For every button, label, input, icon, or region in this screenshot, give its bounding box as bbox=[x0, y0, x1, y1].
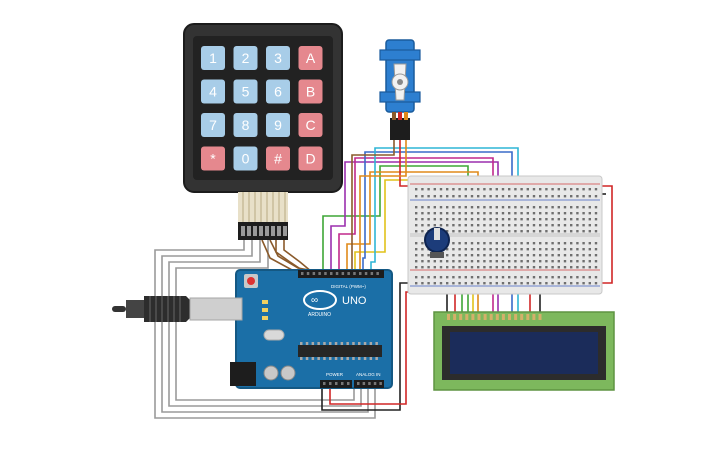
wire-keypad-4 bbox=[175, 240, 355, 401]
arduino-brand: ARDUINO bbox=[308, 312, 331, 318]
crystal-oscillator bbox=[263, 329, 285, 341]
keypad-key-label: 3 bbox=[274, 50, 282, 66]
keypad-key[interactable]: # bbox=[266, 146, 290, 171]
analog-header-label: ANALOG IN bbox=[356, 372, 381, 377]
keypad-key-label: * bbox=[210, 151, 216, 167]
breadboard bbox=[407, 175, 603, 295]
keypad-key-label: # bbox=[274, 151, 282, 167]
keypad-key-label: D bbox=[305, 151, 315, 167]
keypad-key[interactable]: * bbox=[201, 146, 225, 171]
servo-motor bbox=[379, 39, 421, 140]
wire-keypad-6 bbox=[283, 240, 313, 273]
keypad-key-label: C bbox=[305, 117, 315, 133]
keypad-key-label: 0 bbox=[242, 151, 250, 167]
keypad-key[interactable]: 4 bbox=[201, 79, 225, 104]
keypad-key[interactable]: 2 bbox=[233, 46, 258, 70]
keypad-key[interactable]: 5 bbox=[233, 79, 258, 104]
keypad-key-label: 9 bbox=[274, 117, 282, 133]
wire-keypad-3 bbox=[168, 240, 362, 407]
svg-text:∞: ∞ bbox=[311, 295, 318, 306]
keypad-key[interactable]: 0 bbox=[233, 146, 258, 171]
keypad-key[interactable]: C bbox=[298, 113, 323, 137]
keypad-key-label: 8 bbox=[242, 117, 250, 133]
arduino-uno: DIGITAL (PWM~) ∞ UNO ARDUINO POWER ANALO… bbox=[230, 269, 393, 389]
keypad-key-label: 5 bbox=[242, 84, 250, 100]
power-header-label: POWER bbox=[326, 372, 344, 377]
keypad-key[interactable]: D bbox=[298, 146, 323, 171]
keypad-key-label: 2 bbox=[242, 50, 250, 66]
digital-header-label: DIGITAL (PWM~) bbox=[331, 284, 366, 289]
wire-keypad-2 bbox=[161, 240, 369, 413]
keypad: 1 2 3 A 4 5 6 B 7 8 9 C * 0 # D bbox=[183, 23, 343, 240]
wire-keypad-5 bbox=[275, 240, 306, 273]
arduino-board bbox=[235, 269, 393, 389]
keypad-key[interactable]: 7 bbox=[201, 113, 225, 137]
wire-keypad-7 bbox=[269, 239, 321, 273]
usb-plug-metal bbox=[189, 297, 243, 321]
keypad-key[interactable]: A bbox=[298, 46, 323, 70]
keypad-key[interactable]: 1 bbox=[201, 46, 225, 70]
keypad-key[interactable]: 6 bbox=[266, 79, 290, 104]
usb-cable bbox=[112, 296, 243, 322]
wire-gnd-black bbox=[321, 282, 412, 411]
keypad-key-label: 1 bbox=[209, 50, 217, 66]
keypad-key[interactable]: 9 bbox=[266, 113, 290, 137]
wire-power-red-right bbox=[600, 185, 613, 284]
potentiometer[interactable] bbox=[424, 227, 450, 258]
digital-header bbox=[298, 270, 384, 278]
keypad-key[interactable]: 3 bbox=[266, 46, 290, 70]
arduino-logo: ∞ bbox=[303, 290, 337, 310]
keypad-key-label: 4 bbox=[209, 84, 217, 100]
keypad-key-label: B bbox=[306, 84, 315, 100]
keypad-key[interactable]: 8 bbox=[233, 113, 258, 137]
keypad-key-label: 7 bbox=[209, 117, 217, 133]
keypad-key[interactable]: B bbox=[298, 79, 323, 104]
keypad-ribbon bbox=[238, 192, 288, 240]
wire-servo-orange bbox=[359, 140, 407, 272]
keypad-key-label: 6 bbox=[274, 84, 282, 100]
arduino-model: UNO bbox=[342, 295, 367, 307]
keypad-inner bbox=[193, 36, 333, 180]
wire-servo-brown bbox=[351, 140, 395, 272]
power-jack bbox=[230, 362, 256, 386]
wire-keypad-1 bbox=[154, 240, 376, 419]
lcd-16x2 bbox=[433, 311, 615, 391]
microcontroller-chip bbox=[298, 345, 382, 357]
servo-connector bbox=[390, 118, 410, 140]
lcd-screen bbox=[450, 332, 598, 374]
keypad-key-label: A bbox=[306, 50, 316, 66]
